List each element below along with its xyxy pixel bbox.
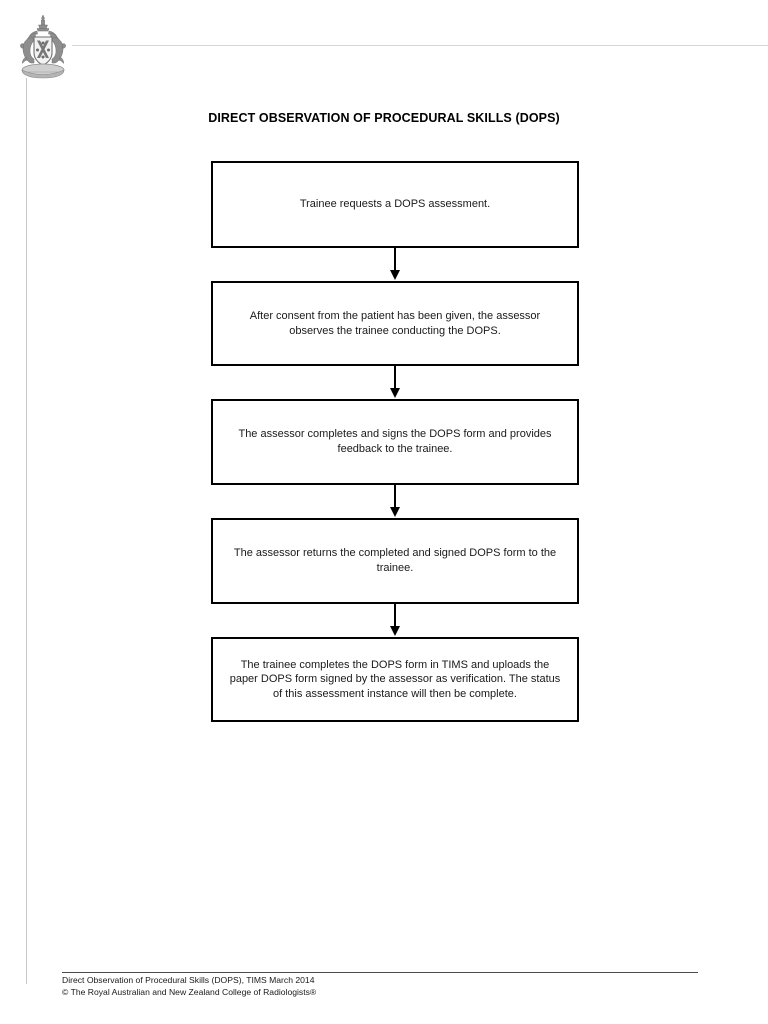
arrow-head-icon	[389, 626, 400, 636]
flowchart-step-2-text: After consent from the patient has been …	[249, 309, 541, 337]
header-horizontal-rule	[72, 45, 768, 46]
footer-copyright: © The Royal Australian and New Zealand C…	[62, 986, 317, 997]
arrow-stem	[393, 366, 397, 390]
college-crest-icon	[14, 13, 72, 81]
flowchart-step-3: The assessor completes and signs the DOP…	[211, 399, 579, 485]
flowchart-step-1-text: Trainee requests a DOPS assessment.	[299, 198, 491, 211]
footer-document-reference: Direct Observation of Procedural Skills …	[62, 975, 315, 985]
arrow-stem	[393, 248, 397, 272]
flowchart-step-5-text: The trainee completes the DOPS form in T…	[229, 658, 561, 700]
flowchart-arrow-1	[211, 248, 579, 281]
flowchart-step-3-text: The assessor completes and signs the DOP…	[238, 428, 552, 455]
flowchart-arrow-2	[211, 366, 579, 399]
page-title: DIRECT OBSERVATION OF PROCEDURAL SKILLS …	[208, 111, 560, 125]
flowchart-step-4-text: The assessor returns the completed and s…	[233, 547, 557, 574]
arrow-head-icon	[389, 507, 400, 517]
flowchart-arrow-3	[211, 485, 579, 518]
flowchart-step-5: The trainee completes the DOPS form in T…	[211, 637, 579, 722]
dops-process-flowchart: Trainee requests a DOPS assessment. Afte…	[211, 161, 579, 722]
arrow-head-icon	[389, 270, 400, 280]
flowchart-step-2: After consent from the patient has been …	[211, 281, 579, 366]
footer-horizontal-rule	[62, 972, 698, 974]
arrow-head-icon	[389, 388, 400, 398]
footer: Direct Observation of Procedural Skills …	[62, 975, 702, 998]
flowchart-step-1: Trainee requests a DOPS assessment.	[211, 161, 579, 248]
flowchart-arrow-4	[211, 604, 579, 637]
flowchart-step-4: The assessor returns the completed and s…	[211, 518, 579, 604]
arrow-stem	[393, 604, 397, 628]
arrow-stem	[393, 485, 397, 509]
left-vertical-rule	[26, 78, 27, 984]
